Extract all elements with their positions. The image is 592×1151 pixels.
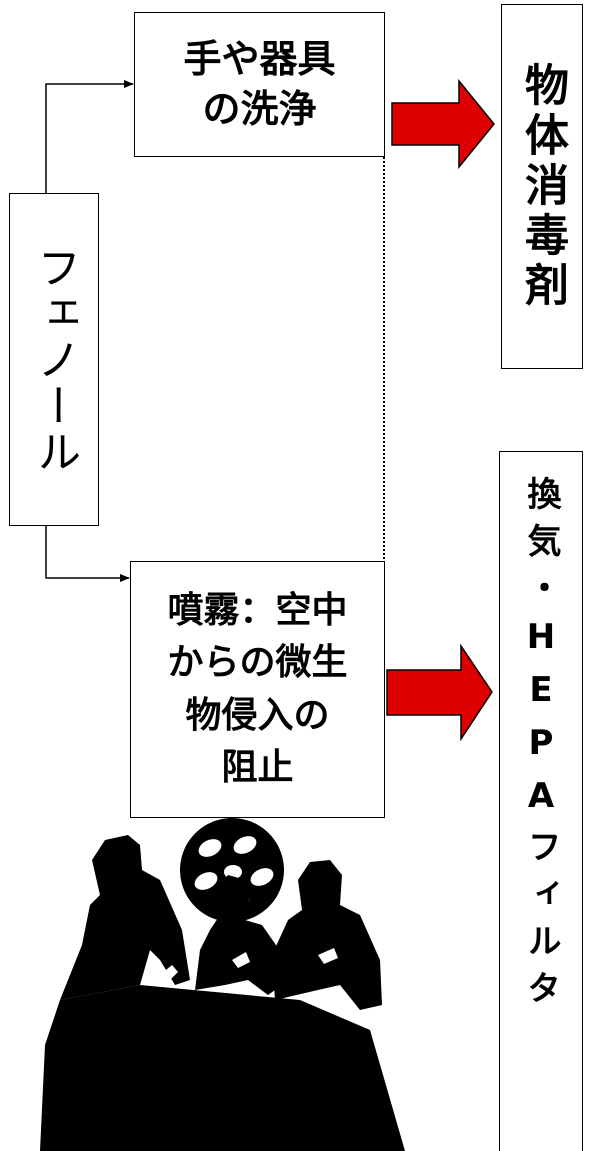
spray-label: 噴霧：空中 からの微生 物侵入の 阻止 [167, 585, 347, 794]
connector-to-spray [45, 526, 130, 582]
spray-line-1: 噴霧：空中 [167, 590, 348, 632]
spray-box: 噴霧：空中 からの微生 物侵入の 阻止 [130, 561, 385, 818]
phenol-box: フェノール [9, 193, 99, 526]
hand-wash-line-1: 手や器具 [183, 37, 336, 82]
block-arrow-to-disinfectant [391, 78, 495, 170]
surgical-team-icon [40, 835, 405, 1151]
ventilation-hepa-label: 換気・HEPAフィルタ [521, 476, 561, 1017]
hand-wash-box: 手や器具 の洗浄 [134, 12, 385, 157]
block-arrow-to-ventilation [386, 643, 493, 742]
spray-line-2: からの微生 [167, 642, 348, 684]
object-disinfectant-box: 物体消毒剤 [501, 4, 583, 369]
spray-line-4: 阻止 [221, 746, 294, 788]
spray-line-3: 物侵入の [185, 694, 330, 736]
hand-wash-line-2: の洗浄 [202, 86, 317, 131]
surgical-lamp-icon [180, 818, 284, 922]
phenol-label: フェノール [29, 244, 80, 475]
object-disinfectant-label: 物体消毒剤 [517, 61, 568, 312]
connector-to-hand-wash [45, 80, 134, 193]
ventilation-hepa-box: 換気・HEPAフィルタ [499, 451, 583, 1151]
hand-wash-label: 手や器具 の洗浄 [183, 35, 335, 134]
